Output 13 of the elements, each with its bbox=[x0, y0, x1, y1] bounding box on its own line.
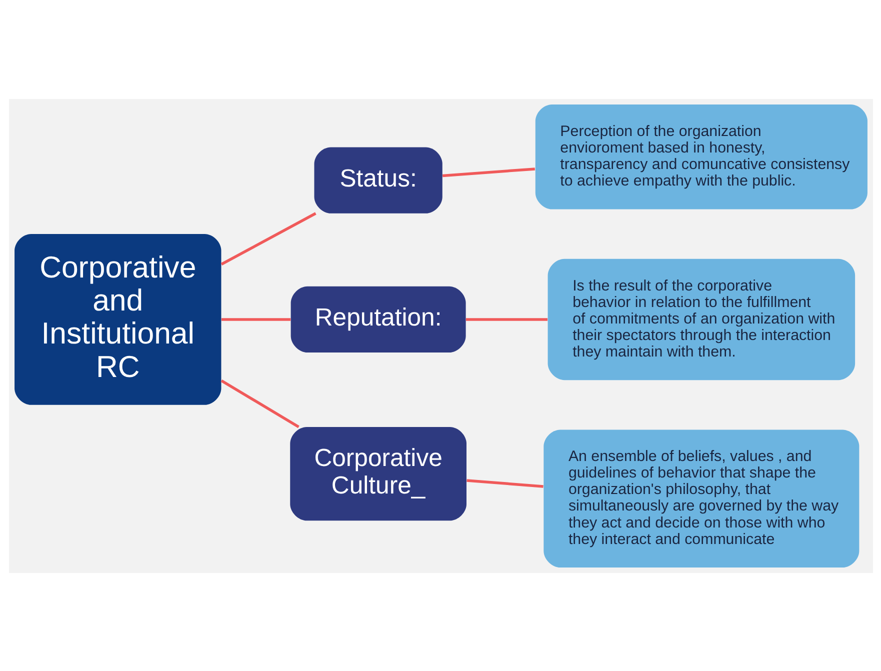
connector bbox=[442, 167, 535, 177]
node-box: Perception of the organization envioroment based in honesty, transparency and comuncative consistensy to achieve empathy with the public. bbox=[534, 104, 867, 209]
node-box: Status: bbox=[314, 146, 442, 213]
node-box: An ensemble of beliefs, values , and guidelines of behavior that shape the organization's philosophy, that simultaneously are governed by the way they act and decide on those with who they interact and communicate bbox=[543, 429, 859, 567]
node-box: Corporative Culture_ bbox=[290, 426, 466, 520]
node-box: Is the result of the corporative behavior in relation to the fulfillment of commitments of an organization with their spectators through the interaction they maintain with them. bbox=[547, 258, 855, 380]
node-box: Reputation: bbox=[290, 286, 466, 352]
connector bbox=[465, 318, 547, 320]
connector bbox=[220, 212, 316, 265]
connector bbox=[220, 379, 299, 428]
node-box: Corporative and Institutional RC bbox=[14, 234, 221, 404]
connector bbox=[220, 318, 290, 320]
connector bbox=[466, 478, 543, 488]
